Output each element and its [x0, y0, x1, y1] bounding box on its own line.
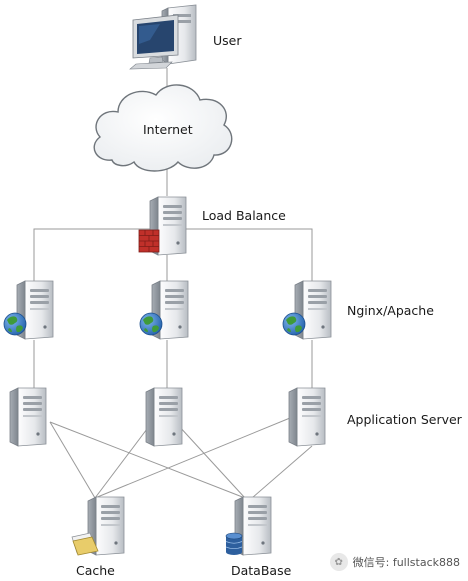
internet-cloud-icon [93, 84, 233, 172]
firewall-icon [138, 229, 160, 253]
user-label: User [213, 33, 242, 48]
database-icon [225, 532, 243, 555]
web-tier-label: Nginx/Apache [347, 303, 434, 318]
internet-label: Internet [143, 122, 193, 137]
web-server-3-icon [282, 280, 332, 340]
cache-server-icon [71, 496, 125, 556]
cache-label: Cache [76, 563, 115, 578]
app-server-2-icon [145, 387, 183, 447]
database-server-icon [225, 496, 272, 556]
user-computer-icon [129, 4, 197, 70]
app-server-1-icon [9, 387, 47, 447]
app-tier-label: Application Server [347, 412, 462, 427]
database-label: DataBase [231, 563, 292, 578]
wechat-icon: ✿ [329, 553, 348, 571]
web-server-2-icon [139, 280, 189, 340]
web-server-1-icon [3, 280, 54, 340]
watermark: ✿ 微信号: fullstack888 [329, 553, 460, 571]
load-balance-label: Load Balance [202, 208, 286, 223]
watermark-text: 微信号: fullstack888 [352, 556, 460, 569]
load-balancer-server-icon [138, 196, 187, 256]
app-server-3-icon [288, 387, 326, 447]
folder-icon [71, 532, 99, 556]
